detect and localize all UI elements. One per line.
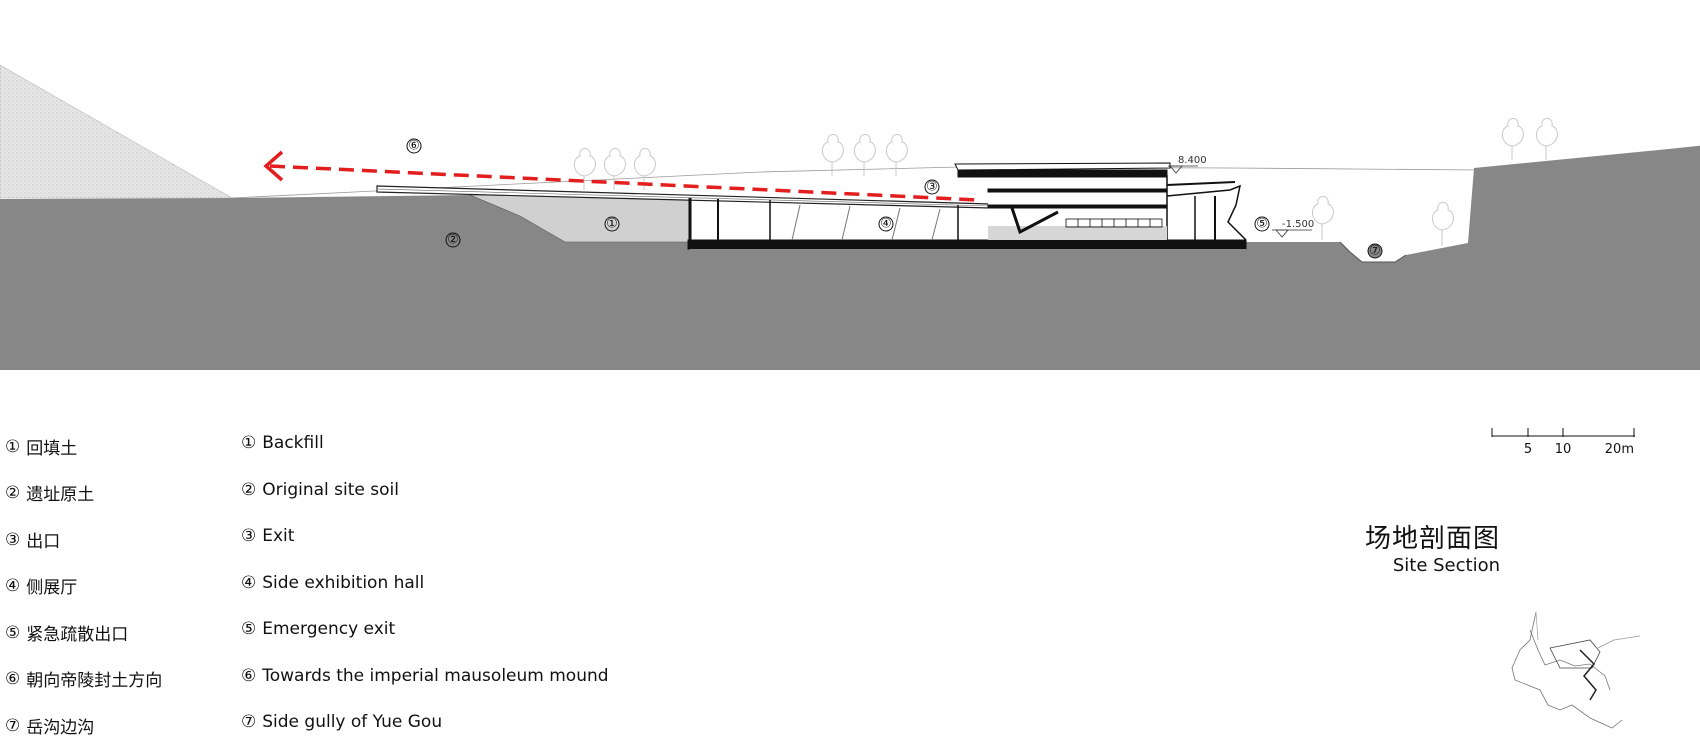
gully-outline	[1339, 241, 1407, 263]
marker-3: ③	[926, 180, 938, 195]
level-label-top: 8.400	[1178, 155, 1207, 166]
level-marker-bottom: -1.500	[1272, 219, 1314, 238]
roof-cantilever	[954, 162, 1171, 171]
diagonal-brace	[1010, 207, 1059, 235]
marker-1: ①	[606, 217, 618, 232]
windows	[1065, 218, 1163, 228]
marker-6: ⑥	[408, 139, 420, 154]
roof-edge-lines	[376, 188, 991, 207]
upper-roof	[957, 169, 1168, 178]
drawing-title-cn: 场地剖面图	[1364, 524, 1500, 554]
level-label-bottom: -1.500	[1282, 219, 1314, 230]
marker-5: ⑤	[1256, 217, 1268, 232]
background-trees	[574, 118, 1558, 246]
distant-mound	[0, 64, 234, 199]
key-plan	[1511, 611, 1641, 729]
drawing-title-en: Site Section	[1392, 555, 1500, 576]
section-markers: ⑥ ① ② ③ ④ ⑤ ⑦	[406, 138, 1383, 259]
original-site-soil	[0, 146, 1700, 370]
scale-label-20m: 20m	[1605, 442, 1634, 457]
foundation-slab	[687, 239, 1247, 250]
marker-7: ⑦	[1369, 244, 1381, 259]
marker-2: ②	[447, 233, 459, 248]
direction-arrow-head	[263, 150, 284, 182]
scale-label-10: 10	[1555, 442, 1572, 457]
direction-arrow-line	[269, 164, 979, 202]
scale-label-5: 5	[1524, 442, 1532, 457]
building-section	[687, 162, 1247, 250]
level-marker-top: 8.400	[1168, 155, 1207, 174]
right-wing	[1166, 184, 1247, 241]
marker-4: ④	[880, 217, 892, 232]
scale-bar	[1491, 428, 1635, 437]
